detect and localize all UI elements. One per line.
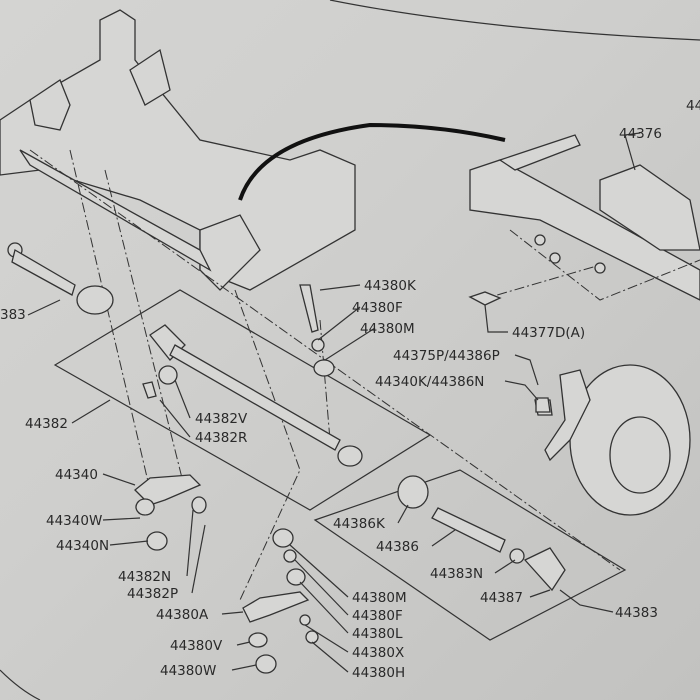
label-44383N: 44383N bbox=[430, 566, 483, 582]
page-edge-bottom bbox=[0, 669, 41, 700]
label-44386: 44386 bbox=[376, 539, 419, 555]
label-44340K-44386N: 44340K/44386N bbox=[375, 374, 484, 390]
idler-arm-44380A bbox=[242, 591, 310, 623]
label-44387: 44387 bbox=[480, 590, 523, 606]
label-44377DA: 44377D(A) bbox=[512, 325, 585, 341]
label-44382: 44382 bbox=[25, 416, 68, 432]
knuckle-disc bbox=[534, 364, 691, 516]
label-44382R: 44382R bbox=[195, 430, 247, 446]
tie-rod-left bbox=[7, 242, 363, 467]
label-44380F-bottom: 44380F bbox=[352, 608, 403, 624]
page-edge bbox=[329, 0, 700, 41]
label-44380M-bottom: 44380M bbox=[352, 590, 407, 606]
label-44380V: 44380V bbox=[170, 638, 223, 654]
chassis-frame bbox=[0, 9, 506, 291]
label-44382P: 44382P bbox=[127, 586, 178, 602]
tie-rod-right bbox=[397, 475, 566, 592]
label-44380X: 44380X bbox=[352, 645, 404, 661]
label-44380K: 44380K bbox=[364, 278, 417, 294]
label-44380A: 44380A bbox=[156, 607, 209, 623]
label-44382N: 44382N bbox=[118, 569, 171, 585]
washer bbox=[135, 498, 155, 516]
label-44340: 44340 bbox=[55, 467, 98, 483]
label-44380H: 44380H bbox=[352, 665, 405, 681]
label-44376: 44376 bbox=[619, 126, 662, 142]
label-44380M-top: 44380M bbox=[360, 321, 415, 337]
label-44380W: 44380W bbox=[160, 663, 216, 679]
label-44380F-top: 44380F bbox=[352, 300, 403, 316]
label-44375P-44386P: 44375P/44386P bbox=[393, 348, 500, 364]
label-44340W: 44340W bbox=[46, 513, 102, 529]
label-44340N: 44340N bbox=[56, 538, 109, 554]
label-44383: 44383 bbox=[615, 605, 658, 621]
label-383: 383 bbox=[0, 307, 26, 323]
label-44386K: 44386K bbox=[333, 516, 386, 532]
leader-lines bbox=[27, 132, 641, 673]
label-44382V: 44382V bbox=[195, 411, 248, 427]
label-44-partial: 44 bbox=[686, 98, 700, 114]
label-44380L: 44380L bbox=[352, 626, 403, 642]
steering-gear-mount bbox=[468, 134, 700, 306]
